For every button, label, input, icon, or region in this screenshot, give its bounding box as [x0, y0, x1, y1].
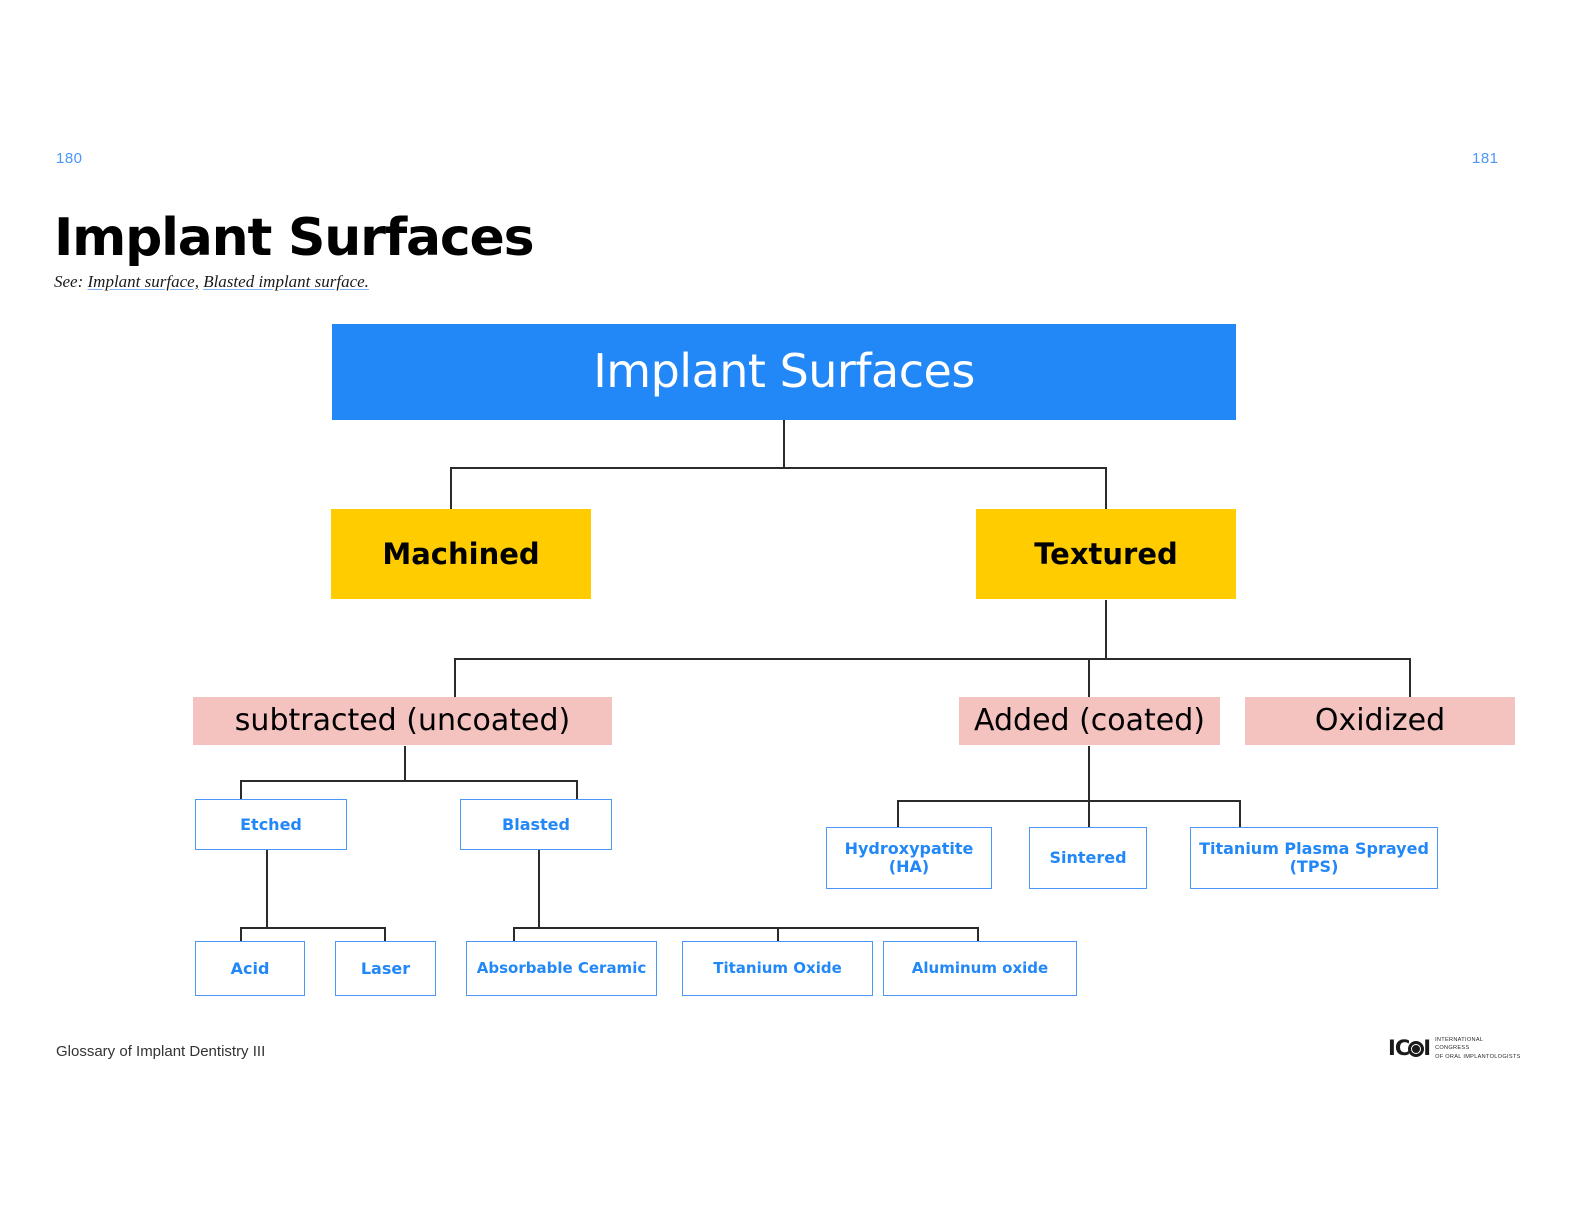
- connector-to-subtracted: [454, 658, 456, 697]
- icoi-logo-line-1: INTERNATIONAL: [1435, 1037, 1484, 1043]
- connector-blasted-stem: [538, 850, 540, 928]
- node-implant-surfaces-root[interactable]: Implant Surfaces: [332, 324, 1236, 420]
- node-machined[interactable]: Machined: [331, 509, 591, 599]
- connector-etched-stem: [266, 850, 268, 928]
- connector-to-laser: [384, 927, 386, 942]
- node-absorbable-ceramic[interactable]: Absorbable Ceramic: [466, 941, 657, 996]
- connector-to-tps: [1239, 800, 1241, 828]
- connector-to-oxidized: [1409, 658, 1411, 697]
- connector-subtracted-stem: [404, 746, 406, 781]
- see-label: See:: [54, 272, 84, 291]
- connector-etched-bus: [240, 927, 386, 929]
- icoi-logo: IC I INTERNATIONAL CONGRESS OF ORAL IMPL…: [1388, 1036, 1521, 1061]
- connector-to-blasted: [576, 780, 578, 801]
- connector-added-bus: [897, 800, 1241, 802]
- icoi-mark-left: IC: [1388, 1036, 1410, 1061]
- node-textured[interactable]: Textured: [976, 509, 1236, 599]
- footer-source-label: Glossary of Implant Dentistry III: [56, 1043, 266, 1060]
- connector-subtracted-bus: [240, 780, 578, 782]
- page-title: Implant Surfaces: [54, 208, 535, 268]
- connector-to-textured: [1105, 467, 1107, 509]
- connector-to-hydroxypatite: [897, 800, 899, 828]
- node-titanium-plasma-sprayed-tps[interactable]: Titanium Plasma Sprayed (TPS): [1190, 827, 1438, 889]
- see-ref-blasted-implant-surface[interactable]: Blasted implant surface.: [203, 272, 369, 291]
- connector-to-absorbable: [513, 927, 515, 942]
- icoi-mark-right: I: [1423, 1036, 1431, 1061]
- node-acid[interactable]: Acid: [195, 941, 305, 996]
- connector-to-sintered: [1088, 800, 1090, 828]
- node-hydroxypatite-line1: Hydroxypatite: [844, 839, 974, 859]
- connector-to-etched: [240, 780, 242, 801]
- see-also-line: See: Implant surface, Blasted implant su…: [54, 272, 369, 292]
- node-hydroxypatite-ha[interactable]: Hydroxypatite (HA): [826, 827, 992, 889]
- node-sintered[interactable]: Sintered: [1029, 827, 1147, 889]
- icoi-logo-line-3: OF ORAL IMPLANTOLOGISTS: [1435, 1053, 1521, 1060]
- node-titanium-oxide[interactable]: Titanium Oxide: [682, 941, 873, 996]
- connector-blasted-bus: [513, 927, 978, 929]
- node-tps-line2: (TPS): [1289, 857, 1339, 876]
- node-oxidized[interactable]: Oxidized: [1245, 697, 1515, 745]
- node-aluminum-oxide[interactable]: Aluminum oxide: [883, 941, 1077, 996]
- node-added-coated[interactable]: Added (coated): [959, 697, 1220, 745]
- connector-to-aluminum-oxide: [977, 927, 979, 942]
- icoi-logo-text: INTERNATIONAL CONGRESS OF ORAL IMPLANTOL…: [1435, 1036, 1521, 1061]
- page-number-left: 180: [56, 150, 83, 167]
- see-ref-implant-surface[interactable]: Implant surface,: [87, 272, 199, 291]
- icoi-logo-line-2: CONGRESS: [1435, 1045, 1470, 1052]
- connector-to-machined: [450, 467, 452, 509]
- icoi-wordmark: IC I: [1388, 1036, 1431, 1061]
- node-tps-line1: Titanium Plasma Sprayed: [1199, 839, 1429, 859]
- connector-root-stem: [783, 420, 785, 468]
- connector-root-bus: [450, 467, 1107, 469]
- node-blasted[interactable]: Blasted: [460, 799, 612, 850]
- node-hydroxypatite-line2: (HA): [888, 857, 930, 876]
- connector-added-stem: [1088, 746, 1090, 801]
- connector-to-added: [1088, 658, 1090, 697]
- node-laser[interactable]: Laser: [335, 941, 436, 996]
- globe-icon: [1408, 1040, 1425, 1057]
- page-number-right: 181: [1472, 150, 1499, 167]
- connector-to-titanium-oxide: [777, 927, 779, 942]
- node-subtracted-uncoated[interactable]: subtracted (uncoated): [193, 697, 612, 745]
- connector-textured-bus: [454, 658, 1411, 660]
- node-etched[interactable]: Etched: [195, 799, 347, 850]
- connector-textured-stem: [1105, 600, 1107, 659]
- connector-to-acid: [240, 927, 242, 942]
